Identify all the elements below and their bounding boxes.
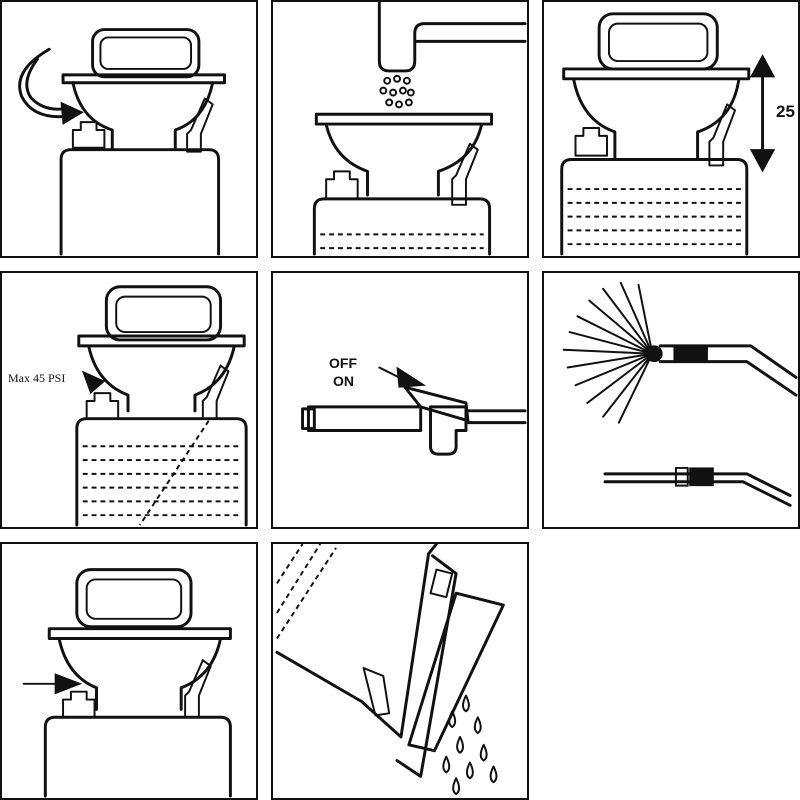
tank-body xyxy=(43,715,232,798)
spray-gun-trigger xyxy=(403,385,470,423)
right-pressure-valve xyxy=(201,364,230,420)
nozzle-wide-tip xyxy=(645,345,663,363)
left-valve-fitting xyxy=(325,170,359,200)
left-valve-fitting xyxy=(85,392,120,420)
spray-hose xyxy=(464,409,527,425)
tank-dots-texture xyxy=(276,544,337,640)
right-pressure-valve xyxy=(451,142,479,206)
off-label: OFF xyxy=(329,355,357,371)
spray-gun-valve-body xyxy=(429,405,468,456)
wide-spray-pattern-icon xyxy=(562,281,654,424)
turn-arrow-icon xyxy=(18,47,71,119)
tank-body xyxy=(59,148,221,256)
tilted-valve-top xyxy=(429,568,454,599)
right-pressure-valve xyxy=(184,659,212,719)
tilted-tank-body xyxy=(275,544,438,739)
step-8-illustration xyxy=(275,544,505,796)
max-pressure-label: Max 45 PSI xyxy=(8,371,66,385)
step-3-illustration xyxy=(560,12,776,256)
spray-gun-handle xyxy=(301,405,423,432)
left-valve-fitting xyxy=(62,690,96,719)
tilted-funnel xyxy=(407,591,505,753)
up-arrow-icon xyxy=(749,54,776,78)
fill-height-label: 25 xyxy=(776,102,795,121)
sprayer-head xyxy=(61,28,226,152)
step-4-pressurize-panel: Max 45 PSI xyxy=(0,271,258,529)
right-pressure-valve xyxy=(708,103,736,167)
falling-drops-icon xyxy=(442,694,498,796)
step-6-illustration xyxy=(562,281,798,507)
step-1-illustration xyxy=(18,28,226,256)
nozzle-narrow-collar xyxy=(689,467,714,487)
nozzle-wide-collar xyxy=(673,345,708,363)
left-valve-fitting xyxy=(574,127,608,157)
down-arrow-icon xyxy=(749,149,776,173)
dip-tube xyxy=(139,420,210,526)
on-label: ON xyxy=(333,373,354,389)
step-2-illustration xyxy=(312,2,527,256)
lock-arrow-icon xyxy=(396,366,427,388)
water-drops-icon xyxy=(379,74,415,109)
tilted-valve-bottom xyxy=(362,667,391,717)
left-valve-fitting xyxy=(71,121,106,149)
nozzle-narrow-tip xyxy=(674,466,689,487)
tilted-tank-shoulder xyxy=(395,554,458,778)
step-1-open-cap-panel xyxy=(0,0,258,258)
step-5-illustration xyxy=(301,366,527,456)
step-5-trigger-lock-panel: OFF ON xyxy=(271,271,529,529)
step-7-release-pressure-panel xyxy=(0,542,258,800)
tank-body xyxy=(75,417,248,527)
tank-body xyxy=(560,158,749,256)
step-6-nozzle-adjust-panel xyxy=(542,271,800,529)
step-7-illustration xyxy=(22,568,232,798)
nozzle-narrow-lance xyxy=(603,472,792,507)
pressure-arrow-icon xyxy=(81,370,106,394)
release-arrow-icon xyxy=(54,673,83,695)
step-2-fill-water-panel xyxy=(271,0,529,258)
step-3-close-cap-panel: 25 xyxy=(542,0,800,258)
step-4-illustration xyxy=(75,285,248,527)
tank-body xyxy=(312,197,492,256)
step-8-empty-tank-panel xyxy=(271,542,529,800)
right-pressure-valve xyxy=(186,97,214,153)
faucet-icon xyxy=(377,2,527,73)
turn-arrow-head-icon xyxy=(60,101,84,125)
